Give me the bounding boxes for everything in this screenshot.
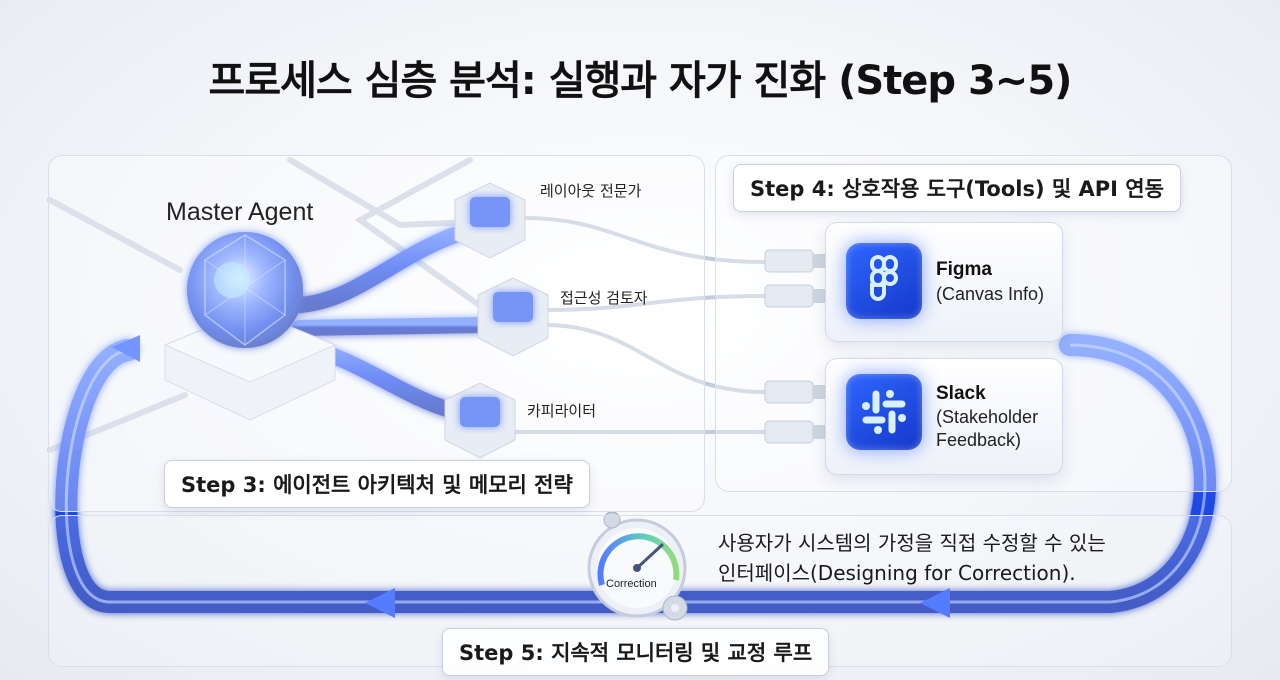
slack-tool-card: Slack (Stakeholder Feedback) [825,358,1063,475]
sub-agent-label-layout: 레이아웃 전문가 [540,182,642,200]
slack-icon [846,374,922,450]
sub-agent-label-accessibility: 접근성 검토자 [560,289,648,307]
step3-label: Step 3: 에이전트 아키텍처 및 메모리 전략 [164,460,590,508]
arrow-head-right [920,588,950,618]
gauge-label: Correction [606,578,657,590]
usb-plugs [764,249,825,444]
figma-tool-card: Figma (Canvas Info) [825,222,1063,342]
master-agent-sphere [187,232,303,348]
figma-icon [846,243,922,319]
loop-arrows [112,335,950,618]
correction-desc-line-1: 사용자가 시스템의 가정을 직접 수정할 수 있는 [718,531,1106,555]
sub-agent-cube-1 [454,182,526,259]
step4-label: Step 4: 상호작용 도구(Tools) 및 API 연동 [733,164,1181,212]
slack-desc-line-2: Feedback) [936,430,1022,450]
sub-agent-label-copywriter: 카피라이터 [527,402,597,420]
arrow-head-left [112,335,140,362]
figma-desc: (Canvas Info) [936,284,1045,304]
step3-panel [48,155,705,512]
correction-loop [55,334,1216,613]
page-title: 프로세스 심층 분석: 실행과 자가 진화 (Step 3~5) [208,58,1073,104]
correction-desc-line-2: 인터페이스(Designing for Correction). [718,561,1076,585]
correction-gauge [587,511,688,621]
sub-agent-cube-2 [477,277,549,357]
master-agent-label: Master Agent [166,198,314,226]
tool-wires [515,216,766,434]
slack-name: Slack [936,383,986,404]
step5-label: Step 5: 지속적 모니터링 및 교정 루프 [442,628,830,676]
figma-name: Figma [936,259,992,280]
slack-desc-line-1: (Stakeholder [936,407,1039,427]
sub-agent-cube-3 [444,382,516,459]
arrow-head-mid [365,588,395,618]
